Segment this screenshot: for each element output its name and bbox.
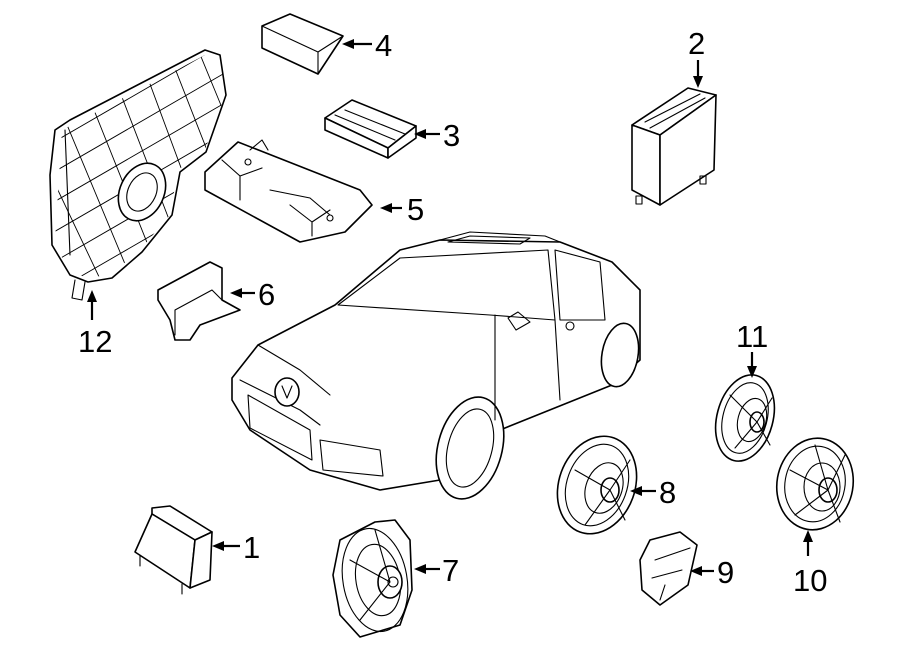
part-8-speaker: [556, 435, 638, 535]
part-11-speaker: [714, 374, 776, 462]
callout-labels: 4 3 2 5 6 12 11 8 10 1 7 9: [78, 26, 827, 598]
part-3-control-module: [324, 99, 417, 159]
part-5-mounting-bracket: [204, 139, 373, 243]
callout-3: 3: [443, 118, 460, 153]
part-12-speaker-trim-panel: [49, 49, 227, 301]
callout-9: 9: [717, 555, 734, 590]
callout-1: 1: [243, 530, 260, 565]
callout-7: 7: [442, 553, 459, 588]
car-illustration: [231, 231, 641, 500]
part-4-cover: [261, 13, 344, 75]
part-9-tweeter: [639, 531, 698, 606]
callout-8: 8: [659, 475, 676, 510]
part-7-speaker: [332, 519, 413, 638]
callout-11: 11: [736, 319, 768, 354]
callout-4: 4: [375, 28, 392, 63]
part-6-bracket: [157, 261, 241, 341]
part-1-module: [134, 505, 213, 595]
callout-12: 12: [78, 324, 112, 359]
part-10-speaker: [775, 437, 855, 531]
callout-arrows: [87, 39, 813, 576]
callout-10: 10: [793, 563, 827, 598]
part-2-amplifier: [631, 87, 717, 206]
callout-6: 6: [258, 277, 275, 312]
callout-5: 5: [407, 192, 424, 227]
callout-2: 2: [688, 26, 705, 61]
